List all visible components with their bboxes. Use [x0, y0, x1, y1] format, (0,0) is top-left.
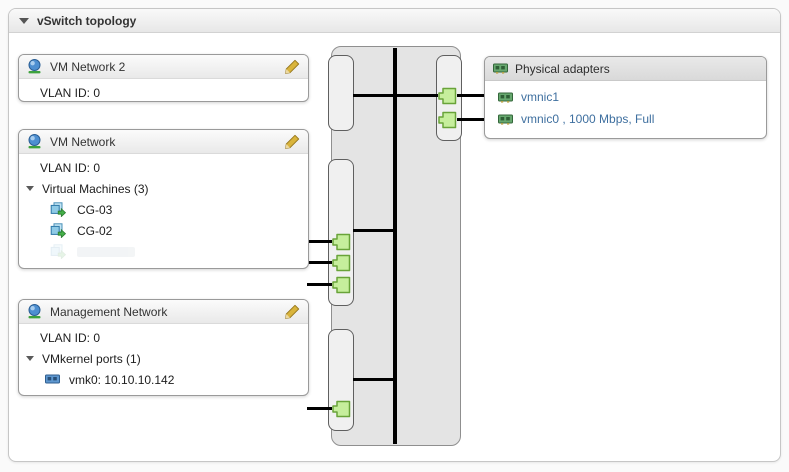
vmnic1-link[interactable]: vmnic1	[521, 90, 560, 104]
vswitch-topology-panel: vSwitch topology VM Network 2	[8, 8, 781, 462]
port-icon-vm2	[332, 254, 351, 272]
line-vmk0	[307, 407, 332, 410]
vm-row: CG-02	[19, 220, 308, 241]
edit-icon[interactable]	[284, 134, 300, 150]
portgroup-name: VM Network 2	[50, 59, 126, 74]
portgroup-name: VM Network	[50, 134, 116, 149]
portgroup-box-vm-network-2: VM Network 2 VLAN ID: 0	[18, 54, 309, 102]
port-icon-vmnic1	[438, 87, 457, 105]
port-icon-vm3	[332, 276, 351, 294]
line-pg2-to-trunk	[353, 229, 395, 232]
nic-icon	[498, 114, 513, 125]
vm-row: CG-03	[19, 199, 308, 220]
collapse-icon[interactable]	[19, 17, 29, 24]
vm-row-ghost	[19, 241, 308, 262]
line-port-vmnic1	[457, 94, 484, 97]
panel-title: vSwitch topology	[37, 13, 137, 28]
port-icon-vm1	[332, 233, 351, 251]
virtual-machines-label: Virtual Machines (3)	[42, 181, 149, 196]
vm-name: CG-03	[77, 202, 113, 217]
port-icon-vmnic0	[438, 111, 457, 129]
vm-icon	[50, 223, 66, 238]
vm-icon	[50, 202, 66, 217]
vlan-id-label: VLAN ID: 0	[40, 85, 101, 100]
vmk-nic-icon	[45, 374, 60, 384]
chevron-down-icon[interactable]	[26, 356, 34, 361]
edit-icon[interactable]	[284, 59, 300, 75]
vm-name: CG-02	[77, 223, 113, 238]
vmk0-address: vmk0: 10.10.10.142	[69, 372, 175, 387]
line-port-vmnic0	[457, 118, 484, 121]
network-icon	[28, 59, 41, 74]
line-pg1-to-uplink	[353, 94, 438, 97]
vmkernel-ports-label: VMkernel ports (1)	[42, 351, 141, 366]
network-icon	[28, 134, 41, 149]
portgroup-slot-vm-network-2	[328, 55, 354, 131]
port-icon-vmk0	[332, 400, 351, 418]
panel-header: vSwitch topology	[9, 9, 780, 33]
vm-icon	[50, 244, 66, 259]
line-vm1	[307, 240, 332, 243]
vmkernel-row: vmk0: 10.10.10.142	[19, 369, 308, 390]
vlan-id-label: VLAN ID: 0	[40, 160, 101, 175]
edit-icon[interactable]	[284, 304, 300, 320]
portgroup-box-management: Management Network VLAN ID: 0 VMkernel p…	[18, 299, 309, 396]
adapter-row: vmnic0 , 1000 Mbps, Full	[485, 108, 766, 130]
vswitch-trunk-line	[393, 48, 397, 444]
topology-canvas: VM Network 2 VLAN ID: 0 VM Network VLAN …	[9, 33, 780, 461]
physical-adapters-title: Physical adapters	[515, 61, 610, 76]
portgroup-name: Management Network	[50, 304, 168, 319]
vmnic0-link[interactable]: vmnic0 , 1000 Mbps, Full	[521, 112, 655, 126]
line-pg3-to-trunk	[353, 378, 395, 381]
nic-icon	[498, 92, 513, 103]
chevron-down-icon[interactable]	[26, 186, 34, 191]
physical-adapters-box: Physical adapters vmnic1 vmnic0 , 1000 M…	[484, 56, 767, 139]
portgroup-box-vm-network: VM Network VLAN ID: 0 Virtual Machines (…	[18, 129, 309, 269]
line-vm2	[307, 261, 332, 264]
vlan-id-label: VLAN ID: 0	[40, 330, 101, 345]
adapter-row: vmnic1	[485, 86, 766, 108]
network-icon	[28, 304, 41, 319]
nic-icon	[493, 63, 508, 74]
line-vm3	[307, 283, 332, 286]
